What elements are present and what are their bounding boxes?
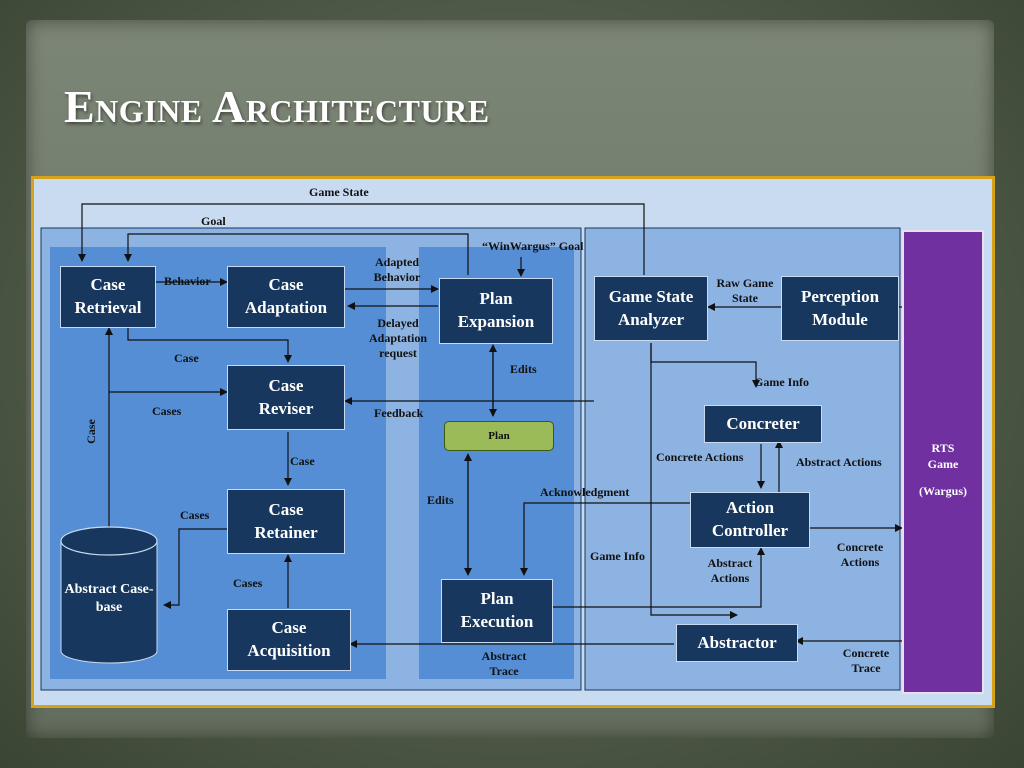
label-cases-2: Cases: [180, 508, 210, 522]
label-abstract-trace: Abstract Trace: [481, 649, 527, 678]
label-case-1: Case: [174, 351, 199, 365]
case-retrieval-node: Case Retrieval: [60, 266, 156, 328]
label-cases-1: Cases: [152, 404, 182, 418]
game-state-analyzer-node: Game State Analyzer: [594, 276, 708, 341]
case-acquisition-node: Case Acquisition: [227, 609, 351, 671]
plan-expansion-node: Plan Expansion: [439, 278, 553, 344]
rts-game-label: RTS Game: [927, 441, 959, 472]
label-cases-3: Cases: [233, 576, 263, 590]
plan-node: Plan: [444, 421, 554, 451]
abstract-case-base-cylinder: [60, 526, 158, 664]
wargus-label: (Wargus): [919, 484, 967, 499]
label-winwargus-goal: “WinWargus” Goal: [482, 239, 584, 253]
architecture-diagram: Case Retrieval Case Adaptation Plan Expa…: [31, 176, 995, 708]
case-retainer-node: Case Retainer: [227, 489, 345, 554]
label-case-2: Case: [290, 454, 315, 468]
case-adaptation-node: Case Adaptation: [227, 266, 345, 328]
label-concrete-actions-1: Concrete Actions: [656, 450, 744, 464]
label-raw-game-state: Raw Game State: [716, 276, 774, 305]
label-case-vertical: Case: [83, 419, 98, 444]
abstract-case-base-label: Abstract Case-base: [64, 582, 154, 615]
label-behavior: Behavior: [164, 274, 211, 288]
abstractor-node: Abstractor: [676, 624, 798, 662]
label-feedback: Feedback: [374, 406, 424, 420]
slide-title: Engine Architecture: [64, 81, 490, 132]
concreter-node: Concreter: [704, 405, 822, 443]
label-delayed-adaptation: Delayed Adaptation request: [368, 316, 427, 360]
label-game-info-2: Game Info: [590, 549, 645, 563]
label-concrete-trace: Concrete Trace: [842, 646, 890, 675]
label-concrete-actions-2: Concrete Actions: [836, 540, 884, 569]
label-abstract-actions-2: Abstract Actions: [707, 556, 753, 585]
plan-execution-node: Plan Execution: [441, 579, 553, 643]
case-reviser-node: Case Reviser: [227, 365, 345, 430]
label-edits-2: Edits: [427, 493, 454, 507]
label-acknowledgment: Acknowledgment: [540, 485, 630, 499]
label-game-state: Game State: [309, 185, 369, 199]
label-edits-1: Edits: [510, 362, 537, 376]
label-abstract-actions-1: Abstract Actions: [796, 455, 882, 469]
rts-game-node: RTS Game (Wargus): [902, 230, 984, 694]
label-goal: Goal: [201, 214, 226, 228]
label-adapted-behavior: Adapted Behavior: [373, 255, 421, 284]
label-game-info-1: Game Info: [754, 375, 809, 389]
perception-module-node: Perception Module: [781, 276, 899, 341]
action-controller-node: Action Controller: [690, 492, 810, 548]
